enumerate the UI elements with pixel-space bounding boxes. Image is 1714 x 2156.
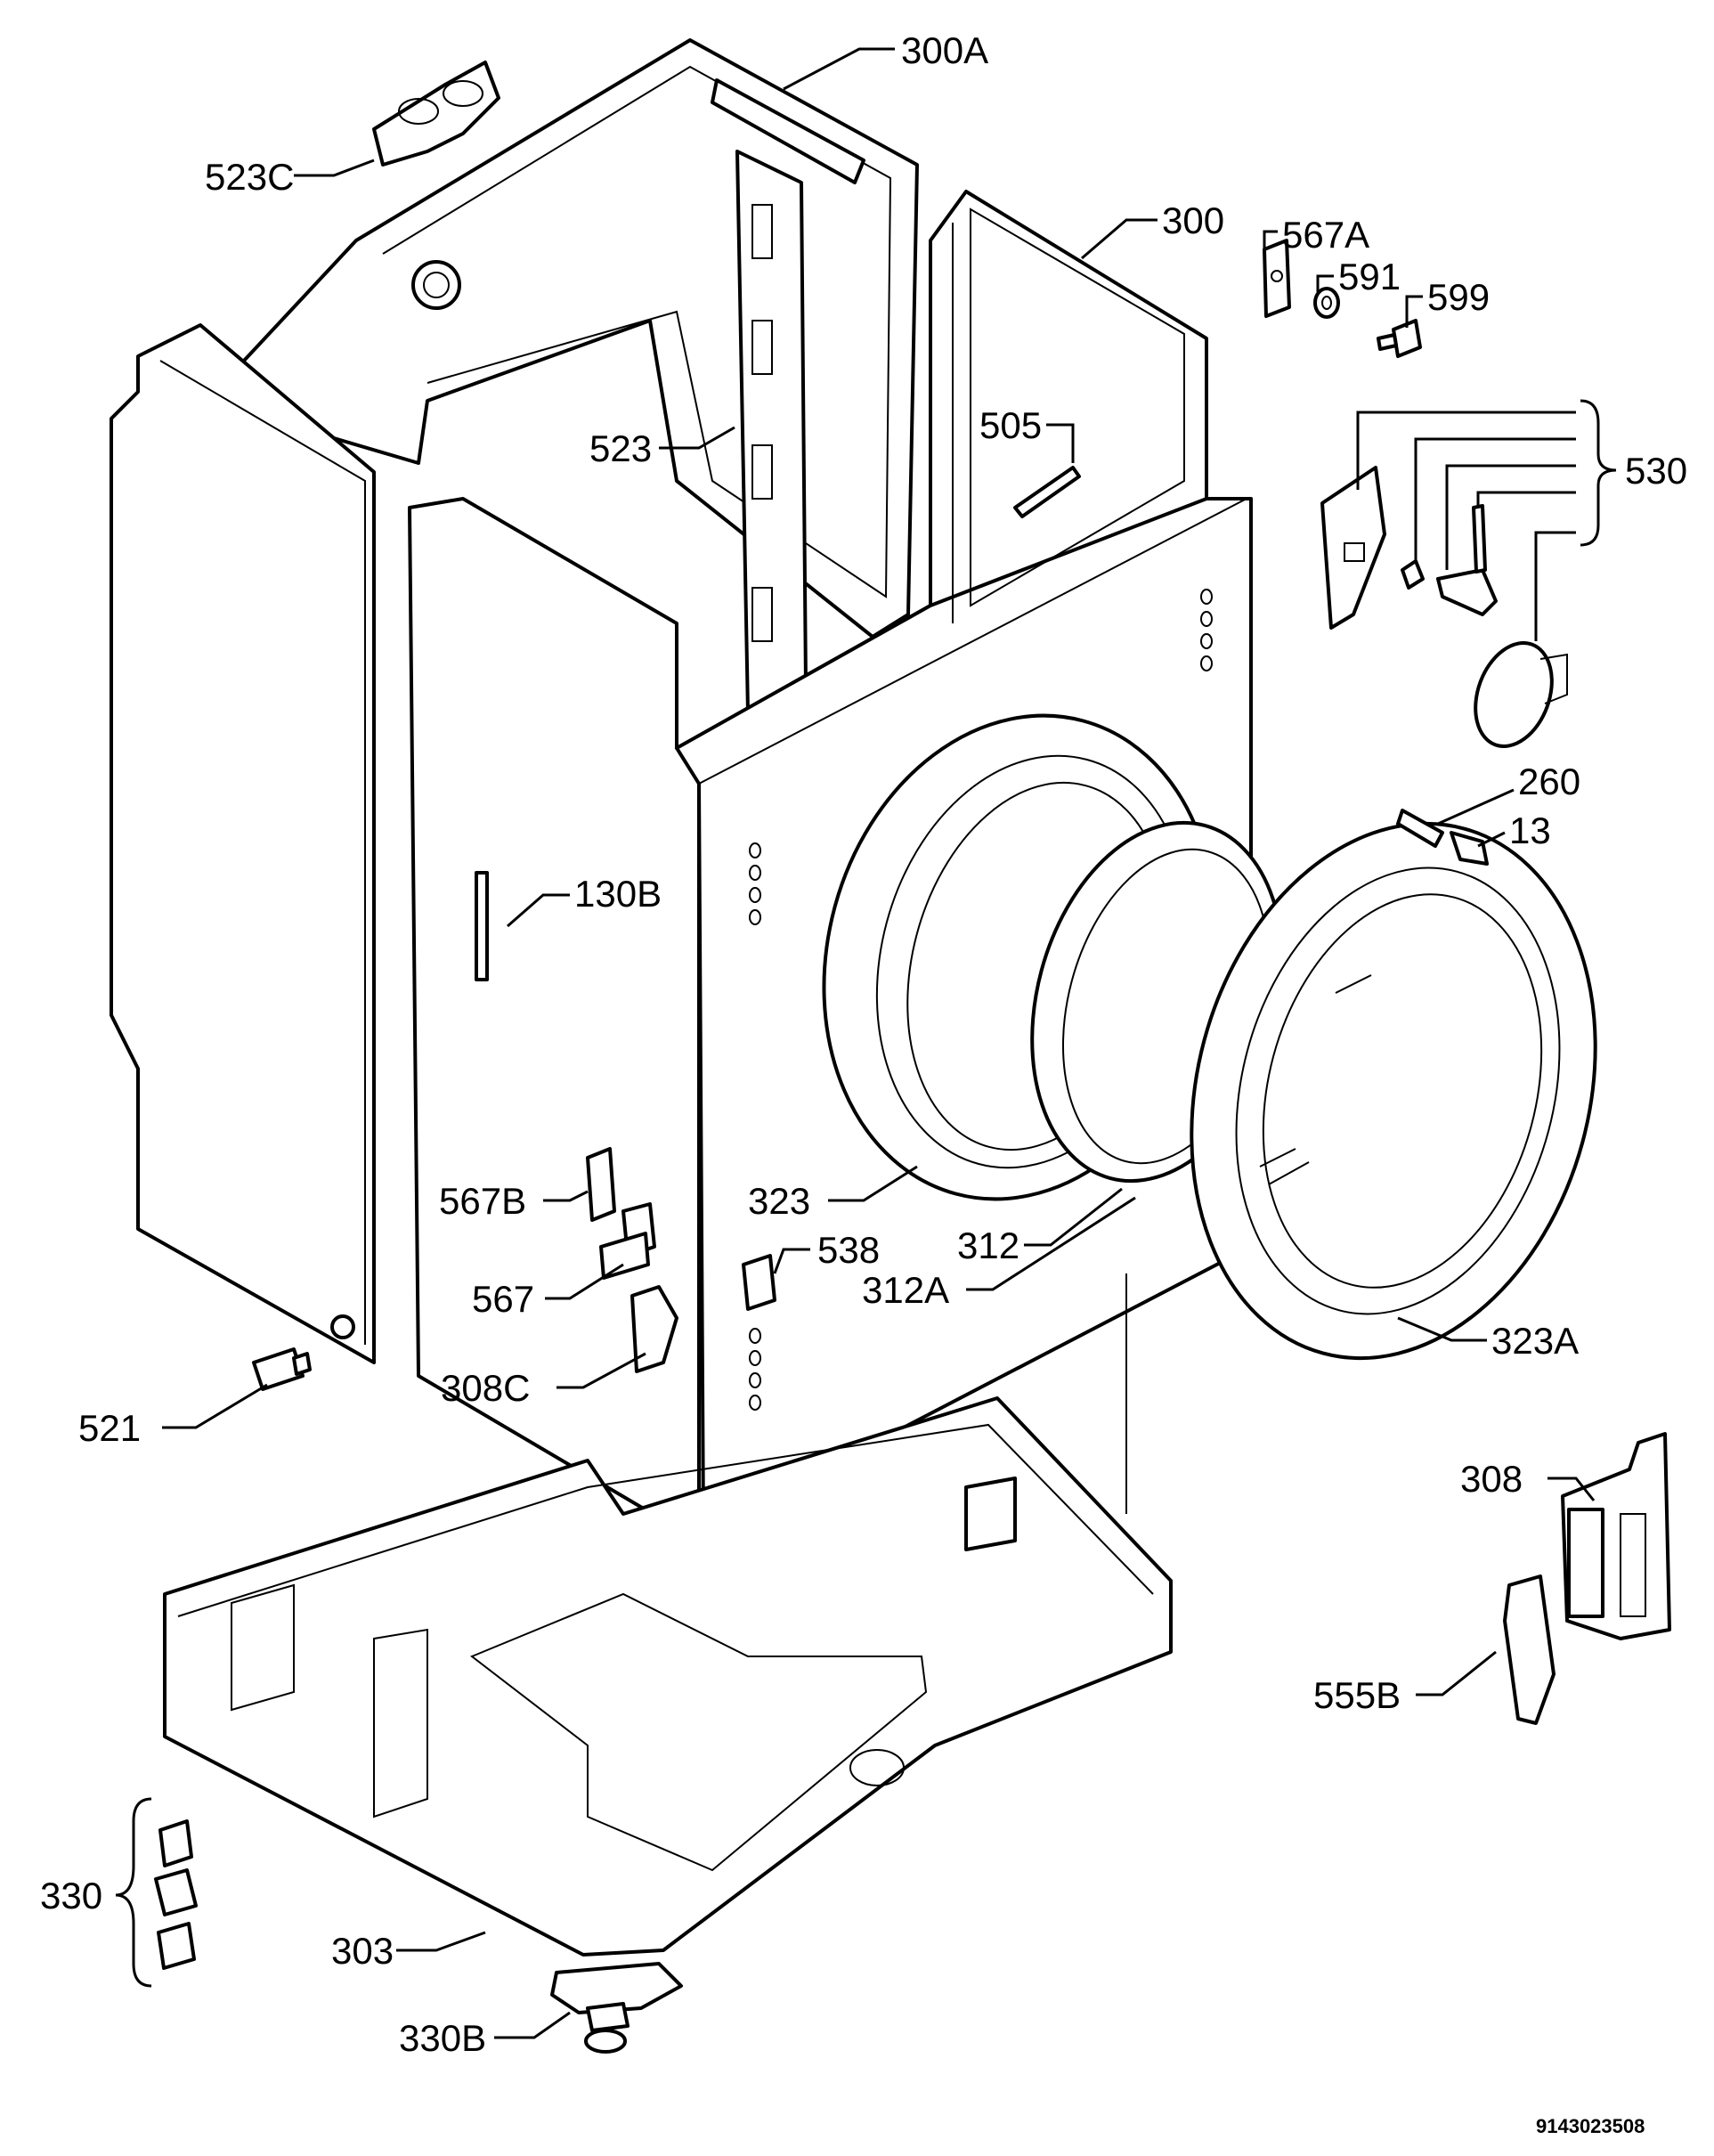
label-323a: 323A bbox=[1491, 1320, 1579, 1362]
label-599: 599 bbox=[1427, 276, 1490, 318]
label-523c: 523C bbox=[205, 156, 294, 198]
pin-13 bbox=[1450, 831, 1489, 866]
label-130b: 130B bbox=[574, 873, 662, 915]
label-538: 538 bbox=[817, 1229, 880, 1271]
washer-591 bbox=[1313, 287, 1340, 319]
base-frame-303 bbox=[163, 1396, 1173, 1957]
hinge-308 bbox=[1561, 1432, 1671, 1640]
label-521: 521 bbox=[78, 1407, 141, 1449]
spring-260 bbox=[1396, 809, 1444, 848]
callout-labels: 300A 523C 300 567A 591 599 523 505 530 2… bbox=[40, 29, 1687, 2137]
door-323a bbox=[1190, 821, 1597, 1361]
label-260: 260 bbox=[1518, 761, 1580, 802]
clip-538 bbox=[742, 1254, 776, 1311]
handle-555b bbox=[1503, 1574, 1556, 1725]
vent-holes-front-top bbox=[749, 842, 761, 925]
label-330b: 330B bbox=[399, 2017, 486, 2059]
screw-521 bbox=[252, 1347, 312, 1391]
bracket-567b bbox=[586, 1147, 616, 1222]
label-308: 308 bbox=[1460, 1458, 1523, 1500]
label-300: 300 bbox=[1162, 199, 1224, 241]
drawing-code: 9143023508 bbox=[1536, 2115, 1645, 2137]
foot-330b bbox=[550, 1962, 683, 2054]
plate-567a bbox=[1263, 239, 1291, 318]
label-555b: 555B bbox=[1313, 1674, 1401, 1716]
label-505: 505 bbox=[979, 404, 1042, 446]
clip-523c bbox=[372, 61, 500, 167]
label-591: 591 bbox=[1338, 256, 1401, 297]
lock-parts-530 bbox=[1320, 466, 1568, 749]
top-frame-300a bbox=[230, 38, 919, 714]
rod-505 bbox=[1013, 466, 1081, 518]
label-303: 303 bbox=[331, 1930, 394, 1972]
screw-599 bbox=[1377, 319, 1422, 358]
vent-holes-front-bottom bbox=[749, 1328, 761, 1411]
label-567b: 567B bbox=[439, 1180, 526, 1222]
label-330: 330 bbox=[40, 1875, 102, 1916]
label-567a: 567A bbox=[1282, 214, 1369, 256]
label-530: 530 bbox=[1625, 450, 1687, 492]
label-312: 312 bbox=[957, 1224, 1019, 1266]
label-300a: 300A bbox=[901, 29, 988, 71]
label-323: 323 bbox=[748, 1180, 810, 1222]
label-308c: 308C bbox=[441, 1367, 530, 1409]
label-13: 13 bbox=[1509, 810, 1551, 851]
bracket-567 bbox=[599, 1202, 656, 1280]
label-312a: 312A bbox=[862, 1269, 949, 1311]
foot-parts-330 bbox=[154, 1819, 198, 1970]
label-523: 523 bbox=[589, 427, 652, 469]
vent-holes-right bbox=[1200, 589, 1213, 671]
leader-lines bbox=[115, 47, 1617, 2039]
label-567: 567 bbox=[472, 1278, 534, 1320]
left-side-panel bbox=[110, 323, 376, 1364]
